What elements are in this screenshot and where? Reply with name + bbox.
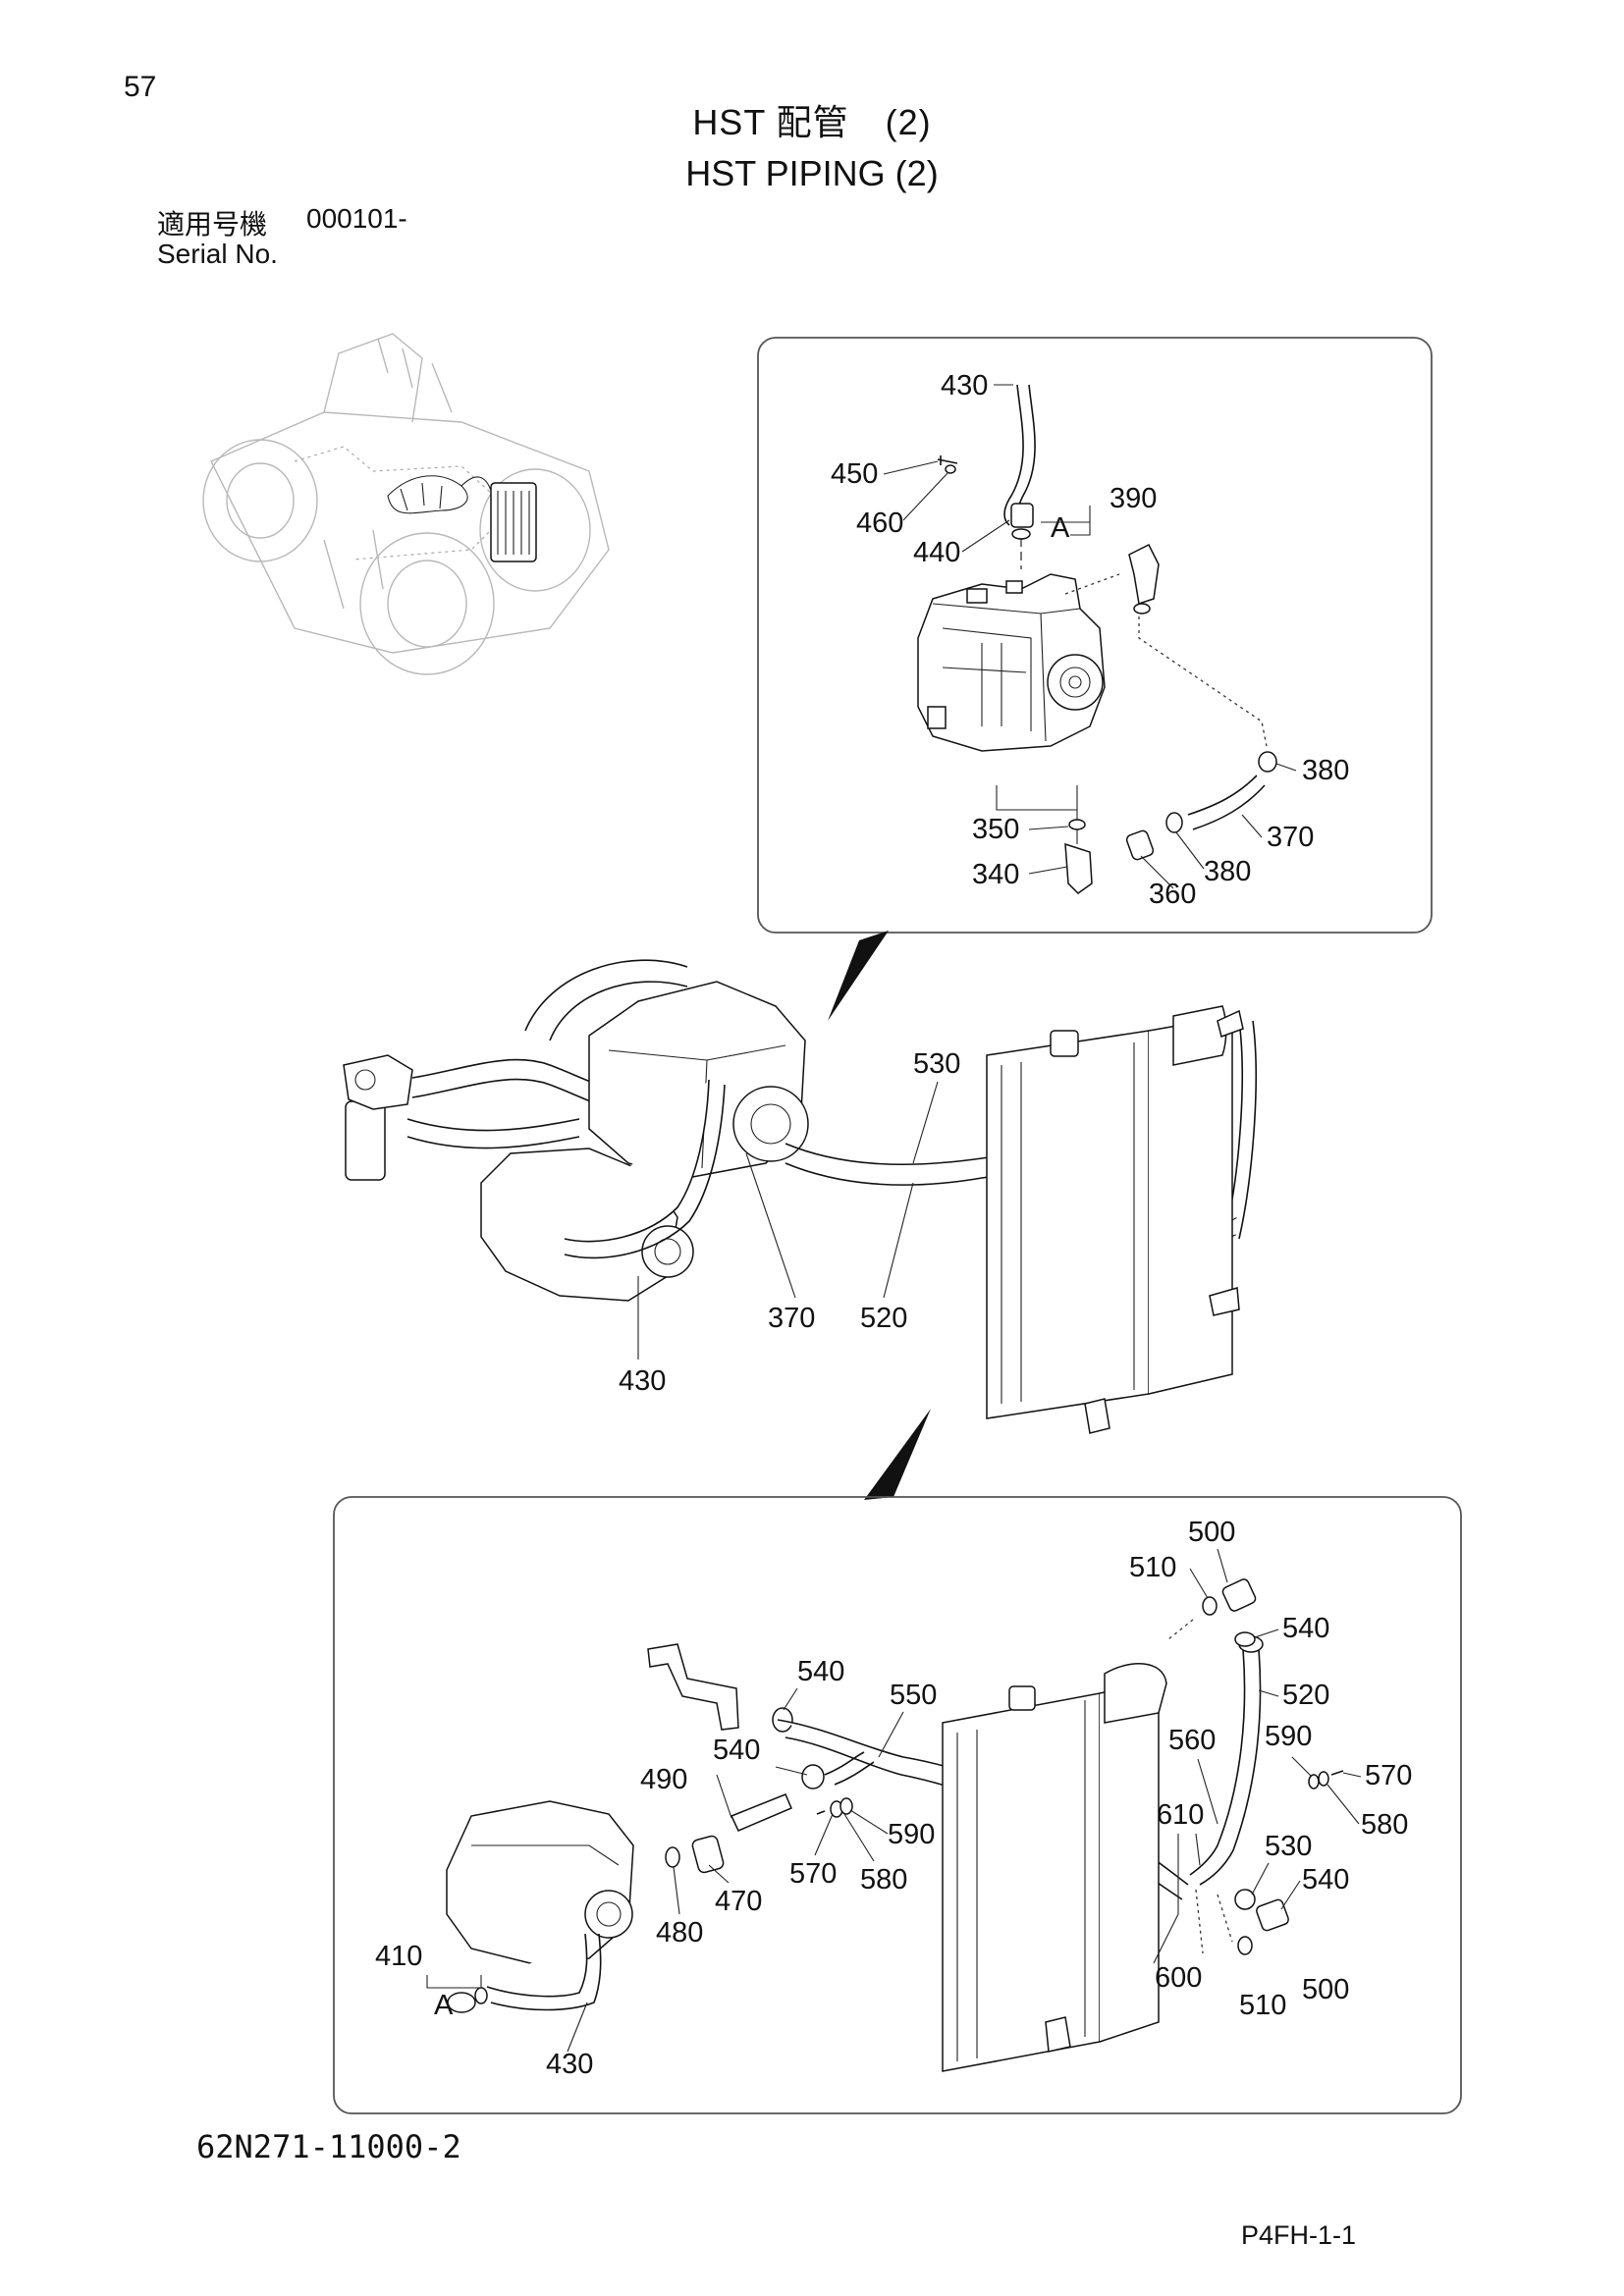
bottom-leaders — [567, 1548, 1362, 2053]
bottom-detail-drawing — [426, 1578, 1344, 2072]
callout-main-430: 430 — [619, 1365, 666, 1397]
callout-bot-600: 600 — [1155, 1962, 1202, 1994]
callout-bot-590a: 590 — [1265, 1721, 1312, 1752]
main-leaders — [637, 1081, 939, 1360]
callout-bot-430: 430 — [546, 2049, 593, 2080]
callout-bot-410: 410 — [375, 1941, 422, 1972]
callout-bot-a: A — [434, 1990, 454, 2021]
callout-main-530: 530 — [913, 1048, 960, 1080]
callout-bot-500b: 500 — [1302, 1974, 1349, 2005]
detail-box-bottom — [333, 1496, 1462, 2114]
callout-bot-540b: 540 — [797, 1656, 844, 1687]
callout-bot-540c: 540 — [713, 1735, 760, 1766]
callout-bot-490: 490 — [640, 1764, 687, 1795]
detail-box-top — [757, 337, 1433, 934]
serial-label-en: Serial No. — [157, 239, 278, 269]
callout-top-370: 370 — [1267, 822, 1314, 853]
page-title-en: HST PIPING (2) — [685, 153, 939, 193]
top-detail-drawing — [917, 384, 1277, 894]
callout-main-370: 370 — [768, 1303, 815, 1334]
main-assembly-drawing — [343, 959, 1257, 1434]
callout-bot-560: 560 — [1168, 1725, 1216, 1756]
callout-top-360: 360 — [1149, 879, 1196, 910]
callout-bot-480: 480 — [656, 1917, 703, 1949]
pointer-wedge-bottom — [864, 1409, 931, 1500]
callout-bot-470: 470 — [715, 1886, 762, 1917]
callout-bot-590b: 590 — [888, 1819, 935, 1850]
callout-top-a: A — [1051, 512, 1070, 544]
callout-bot-510b: 510 — [1239, 1990, 1286, 2021]
callout-bot-520: 520 — [1282, 1680, 1329, 1711]
callout-bot-570a: 570 — [1365, 1760, 1412, 1791]
callout-bot-580a: 580 — [1361, 1809, 1408, 1841]
callout-bot-610: 610 — [1157, 1799, 1204, 1831]
callout-top-380b: 380 — [1204, 856, 1251, 887]
callout-bot-540a: 540 — [1282, 1613, 1329, 1644]
drawing-number: 62N271-11000-2 — [196, 2128, 461, 2165]
callout-bot-550: 550 — [890, 1680, 937, 1711]
callout-top-350: 350 — [972, 814, 1019, 845]
callout-top-430: 430 — [941, 370, 988, 401]
callout-top-390: 390 — [1110, 483, 1157, 514]
callout-main-520: 520 — [860, 1303, 907, 1334]
pointer-wedge-top — [828, 931, 889, 1021]
top-leaders — [883, 384, 1297, 889]
callout-top-450: 450 — [831, 458, 878, 490]
callout-bot-500a: 500 — [1188, 1517, 1235, 1548]
callout-bot-540d: 540 — [1302, 1864, 1349, 1896]
callout-top-340: 340 — [972, 859, 1019, 890]
callout-bot-510a: 510 — [1129, 1552, 1176, 1583]
locator-machine-illustration — [202, 333, 610, 675]
serial-value: 000101- — [306, 203, 407, 234]
page-code: P4FH-1-1 — [1241, 2220, 1357, 2250]
callout-top-460: 460 — [856, 507, 903, 539]
page-number: 57 — [124, 71, 157, 103]
page-title-jp: HST 配管 (2) — [692, 102, 932, 142]
callout-bot-570b: 570 — [789, 1858, 837, 1890]
serial-label-jp: 適用号機 — [157, 209, 268, 240]
callout-top-440: 440 — [913, 537, 960, 568]
callout-bot-580b: 580 — [860, 1864, 907, 1896]
callout-top-380a: 380 — [1302, 755, 1349, 786]
callout-bot-530: 530 — [1265, 1831, 1312, 1862]
